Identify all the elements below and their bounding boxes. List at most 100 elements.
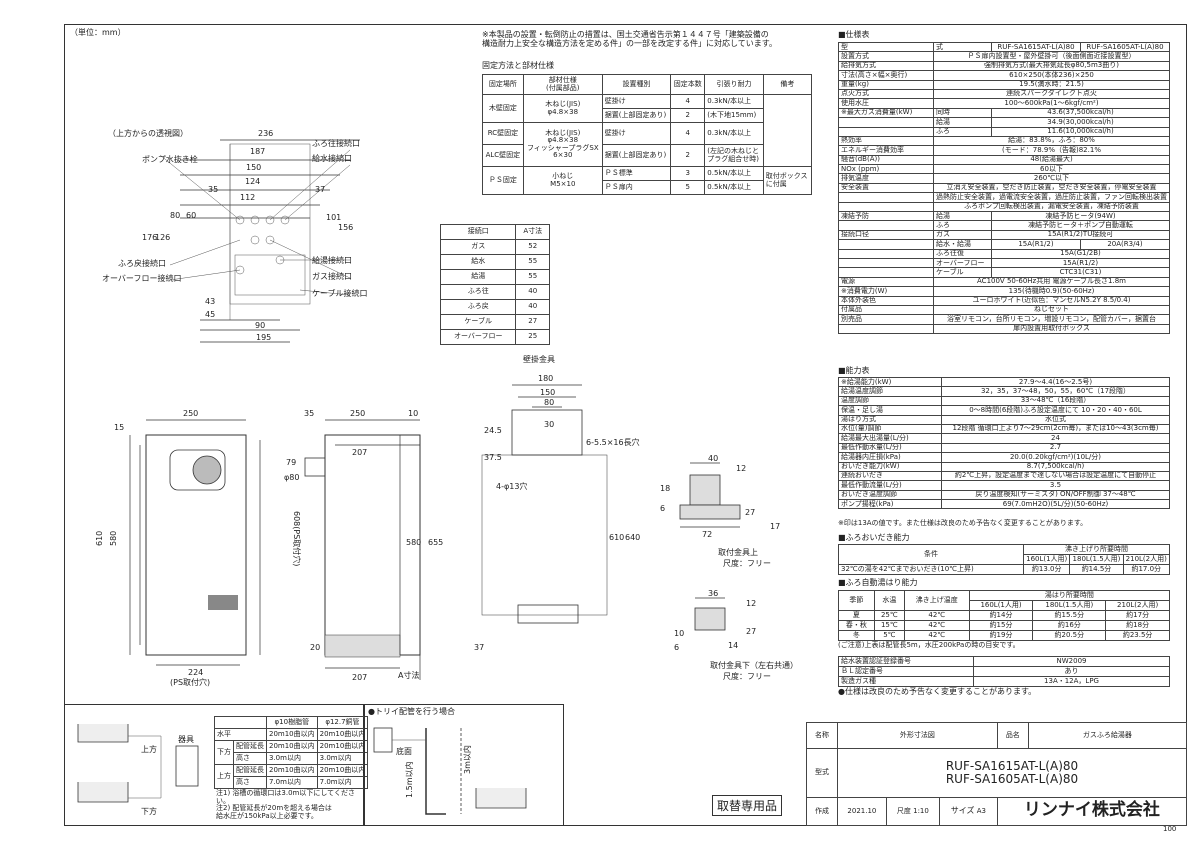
- dim-label: 17: [770, 522, 780, 531]
- dim-label: 187: [250, 147, 265, 156]
- front-view-drawing: 250 610 580 608(PS取付穴) 15 224 (PS取付穴): [95, 409, 302, 687]
- lower-fitting-drawing: 36 12 10 6 14 27: [674, 589, 756, 652]
- trough-label: 底面: [396, 746, 412, 756]
- table-row: 別売品浴室リモコン，台所リモコン，増設リモコン，配管カバー，据置台: [838, 314, 1170, 325]
- dim-label: 12: [746, 599, 756, 608]
- table-cell: おいだき能力(kW): [838, 461, 942, 472]
- table-cell: 給湯器内圧損(kPa): [838, 452, 942, 463]
- table-cell: 610×250(本体236)×250: [933, 70, 1170, 81]
- cert-label: 給水装置認証登録番号: [838, 656, 974, 667]
- dim-label: 126: [155, 233, 170, 242]
- table-cell: 給湯温度調節: [838, 386, 942, 397]
- plumbing-diagram: 上方 下方 器具: [77, 724, 199, 816]
- fixing-cell: 0.3kN/本以上: [704, 94, 764, 109]
- pipe-notes: 注1) 浴槽の循環口は3.0m以下にしてください。 注2) 配管延長が20mを超…: [216, 789, 362, 821]
- table-cell: 水位式: [941, 414, 1170, 425]
- table-cell: [838, 248, 934, 260]
- table-cell: 温度調節: [838, 395, 942, 407]
- fixing-cell: 0.5kN/本以上: [704, 180, 764, 195]
- cert-value: あり: [973, 666, 1170, 677]
- fixing-title: 固定方法と部材仕様: [482, 61, 554, 70]
- table-cell: 給排気方式: [838, 60, 934, 72]
- pipe-cell: 7.0m以内: [266, 776, 318, 789]
- table-cell: 15A(G1/2B): [990, 248, 1171, 260]
- table-cell: 凍結予防: [838, 211, 934, 222]
- table-cell: 連続スパークダイレクト点火: [933, 88, 1170, 100]
- fixing-cell: (左記の木ねじと プラグ組合せ時): [704, 144, 764, 167]
- table-cell: 湯はり方式: [838, 414, 942, 425]
- table-cell: 24: [941, 433, 1170, 444]
- dim-label: 610: [95, 531, 104, 546]
- table-row: 熱効率給湯：83.8%，ふろ：80%: [838, 135, 1170, 147]
- dim-label: 14: [728, 641, 738, 650]
- table-row: ふろ凍結予防ヒータ＋ポンプ自動運転: [838, 220, 1171, 231]
- dim-label: 12: [736, 464, 746, 473]
- filling-cell: 冬: [838, 630, 875, 641]
- table-cell: ふろ往復: [933, 248, 992, 260]
- table-row: 重量(kg)19.5(満水時：21.5): [838, 79, 1170, 90]
- table-cell: ケーブル: [933, 267, 992, 278]
- dim-label: 156: [338, 223, 353, 232]
- pipe-note: 注2) 配管延長が20mを超える場合は: [216, 804, 332, 813]
- overflow-label: オーバーフロー接続口: [102, 274, 182, 283]
- scale-label: 尺度: [896, 806, 911, 815]
- fixing-cell-text: 木ねじ(JIS) φ4.8×38: [545, 128, 581, 145]
- fixing-cell: RC壁固定: [482, 122, 524, 145]
- model-names: RUF-SA1615AT-L(A)80 RUF-SA1605AT-L(A)80: [837, 748, 1187, 798]
- filling-cell: 42℃: [903, 630, 970, 641]
- table-row: 付属品ねじセット: [838, 304, 1170, 316]
- table-row: 本体外装色ユーロホワイト(近似色：マンセルN5.2Y 8.5/0.4): [838, 295, 1170, 306]
- dim-label: 90: [255, 321, 265, 330]
- cert-label: ＢＬ認定番号: [838, 666, 974, 677]
- item-name: ガスふろ給湯器: [1027, 721, 1188, 750]
- table-cell: 熱効率: [838, 135, 934, 147]
- filling-cell: 25℃: [873, 610, 905, 621]
- filling-cell: 約17分: [1105, 610, 1170, 621]
- table-cell: ふろポンプ回転検出装置，漏電安全装置，凍結予防装置: [933, 201, 1170, 213]
- conn-header: A寸法: [515, 224, 550, 240]
- dim-label: 608(PS取付穴): [292, 511, 302, 566]
- dim-label: 180: [538, 374, 553, 383]
- filling-header: 湯はり所要時間: [968, 590, 1171, 601]
- trough-box: [364, 704, 564, 826]
- bracket-drawing: 180 150 80 30 24.5 37.5 6-5.5×16長穴 4-φ13…: [474, 374, 640, 652]
- table-row: 寸法(高さ×幅×奥行)610×250(本体236)×250: [838, 70, 1170, 81]
- table-row: 凍結予防給湯凍結予防ヒータ(94W): [838, 211, 1171, 222]
- dim-label: 80: [544, 398, 554, 407]
- fixing-cell: 木壁固定: [482, 94, 524, 123]
- filling-subheader: 160L(1人用): [968, 600, 1034, 611]
- pipe-cell: 配管延長: [233, 764, 267, 777]
- conn-cell: 給水: [439, 254, 517, 270]
- filling-title: ■ふろ自動湯はり能力: [838, 578, 918, 587]
- title-block: 名称 外形寸法図 品名 ガスふろ給湯器 型式 RUF-SA1615AT-L(A)…: [806, 721, 1188, 826]
- table-cell: 20A(R3/4): [1079, 239, 1171, 250]
- table-row: 最低作動流量(L/分)3.5: [838, 480, 1170, 491]
- dim-label: 40: [708, 454, 718, 463]
- table-cell: 48(給湯最大): [933, 154, 1170, 166]
- table-cell: 15A(R1/2)TU接続可: [990, 229, 1171, 241]
- filling-cell: 約16分: [1032, 620, 1107, 631]
- fixing-cell: 据置(上部固定あり): [601, 108, 672, 123]
- table-cell: 型: [838, 41, 934, 53]
- pipe-cell: 7.0m以内: [316, 776, 369, 789]
- made-date: 2021.10: [837, 796, 887, 826]
- filling-cell: 約19分: [968, 630, 1034, 641]
- install-note: ※本製品の設置・転倒防止の措置は、国土交通省告示第１４４７号「建築設備の 構造耐…: [482, 30, 822, 49]
- table-row: 湯はり方式水位式: [838, 414, 1170, 425]
- unit-note: （単位：mm）: [70, 28, 126, 37]
- table-cell: 100〜600kPa(1〜6kgf/cm²): [933, 98, 1170, 109]
- company-name: リンナイ株式会社: [996, 796, 1188, 826]
- name-label: 名称: [806, 721, 838, 750]
- filling-cell: 約18分: [1105, 620, 1170, 631]
- trough-title: ●トリイ配管を行う場合: [368, 707, 455, 716]
- dim-label: 15: [114, 423, 124, 432]
